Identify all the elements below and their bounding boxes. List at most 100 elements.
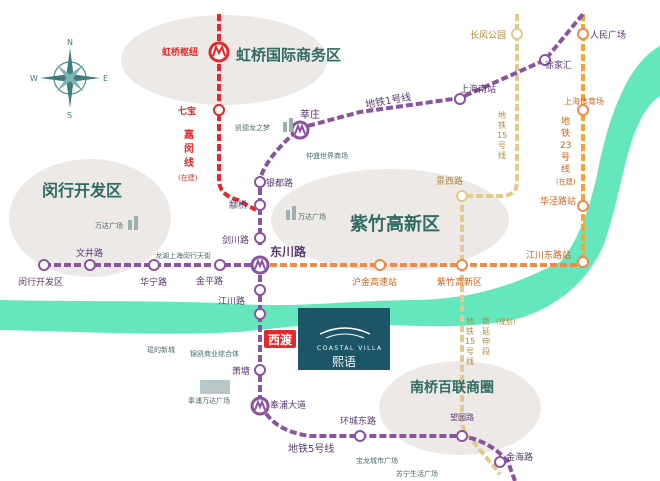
station-changfeng: 长风公园 xyxy=(470,29,506,41)
station-dot xyxy=(456,190,468,202)
line15-top-4: 号 xyxy=(498,141,506,150)
station-dots-red xyxy=(213,104,225,116)
zone-label-zizhu: 紫竹高新区 xyxy=(350,213,440,235)
station-dot xyxy=(511,28,523,40)
station-dots-orange xyxy=(374,28,589,271)
compass-w: W xyxy=(30,74,38,83)
station-huaning: 华宁路 xyxy=(140,276,167,288)
zone-zizhu xyxy=(269,167,511,273)
compass-e: E xyxy=(103,74,108,83)
hongmin-label-1: 嘉 xyxy=(183,128,194,141)
station-huning-expressway: 沪金高速站 xyxy=(352,276,397,288)
station-huancheng: 环城东路 xyxy=(340,415,376,427)
station-dot xyxy=(254,176,266,188)
poi-longhu: 龙湖上海闵行天街 xyxy=(155,251,211,260)
poi-kaide: 凯德龙之梦 xyxy=(235,123,270,132)
metro-logo-icon xyxy=(250,255,270,275)
station-dot xyxy=(577,104,589,116)
line23-note: (在建) xyxy=(556,177,576,186)
poi-wanda-zizhu: 万达广场 xyxy=(298,212,326,221)
metro-logo-icon xyxy=(290,120,310,140)
line15-top-5: 线 xyxy=(498,150,506,160)
zone-label-nanqiao: 南桥百联商圈 xyxy=(410,379,494,396)
station-minhang-dev: 闵行开发区 xyxy=(18,276,63,288)
line23-char-2: 铁 xyxy=(561,127,570,139)
line5-label: 地铁5号线 xyxy=(288,442,334,455)
station-zizhu: 紫竹高新区 xyxy=(437,276,482,288)
line15-mid-5: 线 xyxy=(466,356,474,366)
station-dongchuan: 东川路 xyxy=(270,244,307,259)
poi-suning: 苏宁生活广场 xyxy=(396,469,438,478)
station-yindu: 银都路 xyxy=(266,177,293,189)
line15-south-3: 伸 xyxy=(482,336,490,346)
xidu-tag xyxy=(264,330,296,348)
station-dot xyxy=(214,259,226,271)
poi-zhongsheng: 仲盛世界商场 xyxy=(306,151,348,160)
station-jiangchuan-east: 江川东路站 xyxy=(526,249,571,261)
station-dot xyxy=(577,256,589,268)
station-jinhai: 金海路 xyxy=(506,451,533,463)
station-dot xyxy=(148,259,160,271)
project-marker: COASTAL VILLA 熙语 西渡 xyxy=(264,308,390,370)
station-dot xyxy=(254,199,266,211)
station-fengpu: 奉浦大道 xyxy=(270,399,306,411)
line15-mid-3: 15 xyxy=(465,337,475,346)
station-huajing: 华泾路站 xyxy=(540,195,576,207)
line15-mid-4: 号 xyxy=(466,347,474,356)
project-name-zh: 熙语 xyxy=(332,355,356,369)
station-dot xyxy=(213,104,225,116)
station-wangyuan: 望园路 xyxy=(450,412,474,422)
poi-shopping: 锦凯商业综合体 xyxy=(190,349,239,358)
line15-south-1: 南 xyxy=(482,316,490,326)
line15-top-1: 地 xyxy=(498,110,506,120)
station-qibao: 七宝 xyxy=(178,105,196,117)
zone-label-minhang: 闵行开发区 xyxy=(42,181,122,200)
station-dots-tan xyxy=(456,28,523,202)
poi-paradise: 琨的新城 xyxy=(147,345,175,354)
compass-n: N xyxy=(67,38,73,47)
building-icon xyxy=(128,118,296,394)
station-dot xyxy=(454,93,466,105)
metro-logo-icon xyxy=(208,41,230,63)
station-dots xyxy=(38,54,551,468)
station-xujiahui: 徐家汇 xyxy=(545,59,572,71)
station-hongqiao-hub: 虹桥枢纽 xyxy=(162,46,198,58)
line15-top-3: 15 xyxy=(497,131,507,140)
project-box xyxy=(298,308,390,370)
compass-icon: N S W E xyxy=(30,38,108,120)
line23-char-5: 线 xyxy=(561,163,570,175)
line15-mid-1: 地 xyxy=(466,316,474,326)
station-wenjing: 文井路 xyxy=(76,247,103,259)
line15-south-note: (规划) xyxy=(496,317,516,326)
station-xiaotang: 萧塘 xyxy=(232,365,250,377)
station-jiangchuan: 江川路 xyxy=(218,295,245,307)
station-dot xyxy=(456,430,468,442)
station-dot xyxy=(456,259,468,271)
project-name-en: COASTAL VILLA xyxy=(317,345,383,352)
line15-south-2: 延 xyxy=(482,326,490,336)
station-dot xyxy=(539,54,551,66)
station-dot xyxy=(374,259,386,271)
station-jianchuan: 剑川路 xyxy=(222,234,249,246)
station-dot xyxy=(354,430,366,442)
hongmin-label-3: 线 xyxy=(184,156,194,169)
station-dot xyxy=(254,232,266,244)
station-dot xyxy=(254,308,266,320)
compass-s: S xyxy=(67,111,72,120)
hongmin-track xyxy=(217,14,257,212)
station-dot xyxy=(38,259,50,271)
station-dot xyxy=(577,200,589,212)
hongmin-label-2: 闵 xyxy=(184,142,194,155)
station-jingxi: 景西路 xyxy=(436,175,463,187)
station-shanghai-south: 上海南站 xyxy=(460,83,496,95)
line1-track xyxy=(258,12,585,245)
poi-baolong: 宝龙城市广场 xyxy=(356,456,398,465)
station-xinzhuang: 莘庄 xyxy=(300,108,320,121)
poi-fengpu-wanda: 奉浦万达广场 xyxy=(188,396,230,405)
station-dot xyxy=(254,364,266,376)
station-xidu: 西渡 xyxy=(268,332,293,347)
station-zhuanqiao: 颛桥 xyxy=(229,199,247,211)
line5-track xyxy=(258,265,517,481)
station-dot xyxy=(84,259,96,271)
